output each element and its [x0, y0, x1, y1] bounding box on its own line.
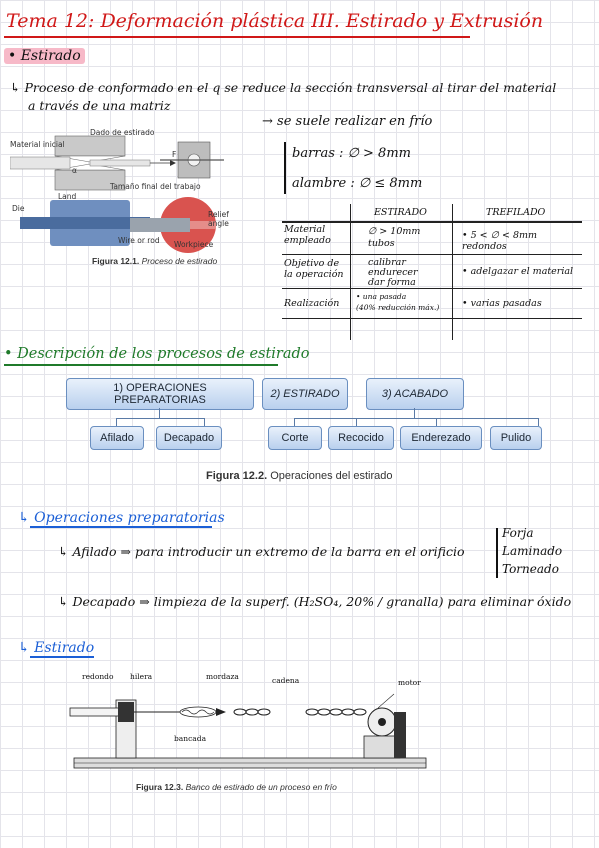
- cell-trefilado-objetivo: • adelgazar el material: [462, 266, 574, 277]
- label-final-size: Tamaño final del trabajo: [110, 182, 201, 191]
- alambre-spec: alambre : ∅ ≤ 8mm: [292, 176, 423, 191]
- cell-estirado-realizacion-2: (40% reducción máx.): [356, 303, 440, 312]
- barras-spec: barras : ∅ > 8mm: [292, 146, 411, 161]
- label-die: Die: [12, 204, 25, 213]
- cell-estirado-objetivo-2: endurecer: [368, 267, 418, 278]
- label-die-cap: Dado de estirado: [90, 128, 155, 137]
- label-redondo: redondo: [82, 672, 114, 681]
- box-acabado: 3) ACABADO: [366, 378, 464, 410]
- section-estirado-label: • Estirado: [4, 48, 85, 64]
- figure-12-2: 1) OPERACIONES PREPARATORIAS 2) ESTIRADO…: [62, 374, 544, 486]
- figure-12-1-caption: Figura 12.1. Proceso de estirado: [92, 256, 218, 266]
- cell-estirado-objetivo-3: dar forma: [368, 277, 416, 288]
- header-estirado: ESTIRADO: [374, 207, 427, 218]
- drawing-bench-diagram: [69, 693, 427, 769]
- label-hilera: hilera: [130, 672, 153, 681]
- row-label-realizacion: Realización: [284, 298, 340, 309]
- page-title: Tema 12: Deformación plástica III. Estir…: [6, 10, 544, 32]
- box-estirado: 2) ESTIRADO: [262, 378, 348, 410]
- cold-note: → se suele realizar en frío: [262, 114, 433, 129]
- figure-12-1: Dado de estirado Material inicial Tamaño…: [9, 122, 240, 272]
- drawing-process-diagram: [9, 135, 224, 253]
- box-corte: Corte: [268, 426, 322, 450]
- afilado-brace: [496, 528, 498, 578]
- afilado-option-torneado: Torneado: [502, 562, 559, 576]
- box-pulido: Pulido: [490, 426, 542, 450]
- header-trefilado: TREFILADO: [486, 207, 546, 218]
- label-relief-angle: Relief angle: [208, 210, 229, 228]
- section-estirado-proceso: ↳ Estirado: [18, 640, 95, 656]
- afilado-option-laminado: Laminado: [502, 544, 563, 558]
- cell-estirado-material-2: tubos: [368, 238, 395, 249]
- afilado-line: ↳ Afilado ⇒ para introducir un extremo d…: [58, 544, 465, 559]
- figure-12-3: redondo hilera mordaza cadena motor banc…: [64, 668, 436, 796]
- row-label-material: Material empleado: [284, 224, 331, 246]
- brace: [284, 142, 286, 194]
- box-decapado: Decapado: [156, 426, 222, 450]
- cell-estirado-objetivo-1: calibrar: [368, 257, 406, 268]
- decapado-line: ↳ Decapado ⇒ limpieza de la superf. (H₂S…: [58, 594, 572, 609]
- cell-trefilado-realizacion: • varias pasadas: [462, 298, 542, 309]
- label-bancada: bancada: [174, 734, 207, 743]
- section-descripcion: • Descripción de los procesos de estirad…: [4, 346, 310, 362]
- definition-line-1: ↳ Proceso de conformado en el q se reduc…: [10, 80, 557, 95]
- box-recocido: Recocido: [328, 426, 394, 450]
- box-operaciones-preparatorias: 1) OPERACIONES PREPARATORIAS: [66, 378, 254, 410]
- label-alpha: α: [72, 166, 77, 175]
- label-cadena: cadena: [272, 676, 300, 685]
- box-enderezado: Enderezado: [400, 426, 482, 450]
- comparison-table: ESTIRADO TREFILADO Material empleado ∅ >…: [282, 204, 582, 340]
- label-initial-material: Material inicial: [10, 140, 65, 149]
- section-estirado: • Estirado: [4, 48, 85, 64]
- section-operaciones-underline: [30, 526, 212, 528]
- label-force: F: [172, 150, 177, 159]
- box-afilado: Afilado: [90, 426, 144, 450]
- afilado-option-forja: Forja: [502, 526, 534, 540]
- title-underline: [4, 36, 470, 38]
- label-workpiece: Workpiece: [174, 240, 214, 249]
- label-wire: Wire or rod: [118, 236, 160, 245]
- section-operaciones-preparatorias: ↳ Operaciones preparatorias: [18, 510, 225, 526]
- cell-estirado-realizacion-1: • una pasada: [356, 292, 407, 301]
- cell-estirado-material-1: ∅ > 10mm: [368, 226, 421, 237]
- definition-line-2: a través de una matriz: [28, 98, 171, 113]
- row-label-objetivo: Objetivo de la operación: [284, 258, 344, 280]
- label-land: Land: [58, 192, 77, 201]
- label-motor: motor: [398, 678, 421, 687]
- figure-12-3-caption: Figura 12.3. Banco de estirado de un pro…: [136, 782, 337, 792]
- cell-trefilado-material: • 5 < ∅ < 8mm redondos: [462, 230, 538, 252]
- figure-12-2-caption: Figura 12.2. Operaciones del estirado: [206, 470, 393, 482]
- section-estirado-proceso-underline: [30, 656, 94, 658]
- label-mordaza: mordaza: [206, 672, 239, 681]
- section-descripcion-underline: [4, 364, 278, 366]
